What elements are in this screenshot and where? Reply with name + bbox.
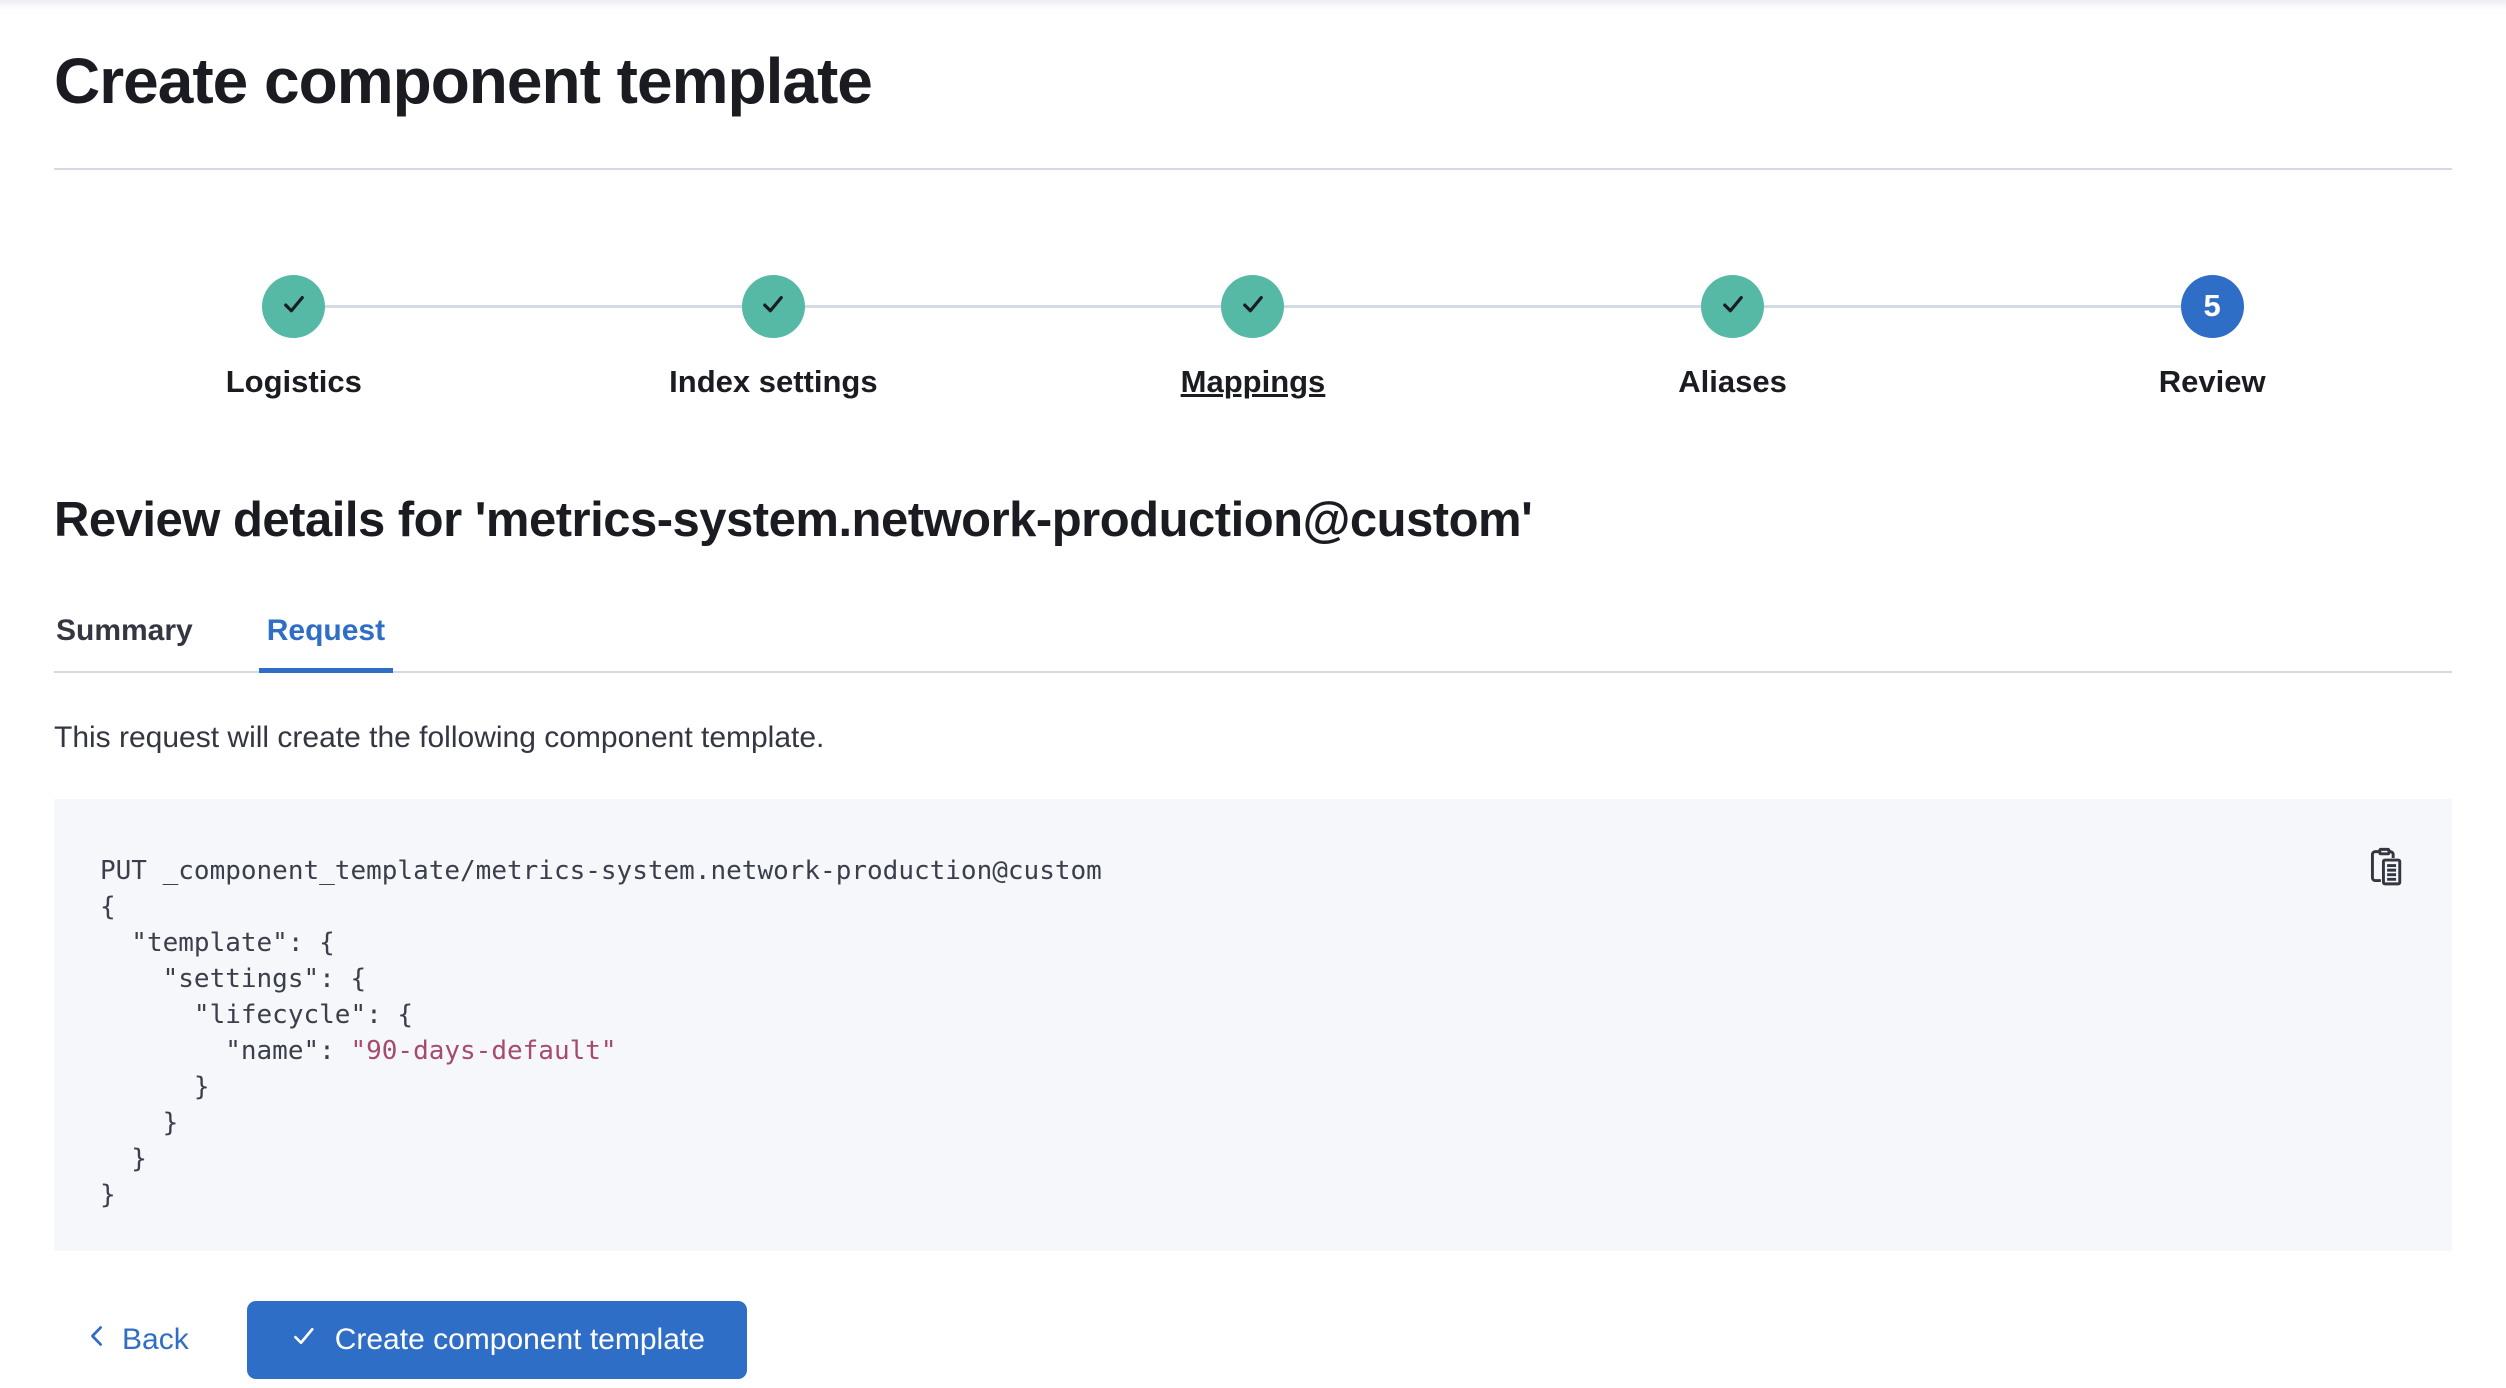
tab-summary[interactable]: Summary [56, 614, 193, 647]
page-top-fade [0, 0, 2506, 10]
step-connector [1972, 304, 2181, 308]
step-connector [54, 305, 262, 308]
step-logistics[interactable]: Logistics [54, 274, 534, 400]
step-circle-row [54, 274, 534, 338]
check-icon [279, 289, 309, 324]
step-status-circle[interactable] [262, 274, 326, 338]
step-label[interactable]: Aliases [1678, 364, 1787, 399]
page-title: Create component template [54, 45, 873, 117]
step-circle-row [1492, 274, 1973, 338]
step-circle-row [1013, 274, 1493, 338]
chevron-left-icon [84, 1323, 110, 1357]
copy-icon[interactable] [2364, 845, 2408, 889]
step-label[interactable]: Index settings [669, 364, 878, 399]
create-button-label: Create component template [334, 1323, 705, 1356]
review-tabs: Summary Request [54, 614, 2452, 673]
step-status-circle[interactable] [1701, 274, 1765, 338]
step-circle-row: 5 [1972, 274, 2452, 338]
step-index-settings[interactable]: Index settings [533, 274, 1014, 400]
step-connector [1284, 304, 1493, 308]
step-label[interactable]: Logistics [225, 364, 362, 399]
step-aliases[interactable]: Aliases [1492, 274, 1973, 400]
review-heading: Review details for 'metrics-system.netwo… [54, 493, 1533, 547]
step-circle-row [533, 274, 1014, 338]
title-divider [54, 168, 2452, 170]
step-label[interactable]: Review [2158, 364, 2266, 399]
back-button-label: Back [122, 1323, 189, 1356]
wizard-stepper: Logistics Index settings [54, 274, 2452, 400]
check-icon [1718, 289, 1748, 324]
step-connector [2244, 305, 2452, 308]
request-code-block: PUT _component_template/metrics-system.n… [54, 799, 2452, 1251]
step-label[interactable]: Mappings [1180, 364, 1326, 399]
wizard-footer: Back Create component template [54, 1301, 2452, 1379]
code-content: PUT _component_template/metrics-system.n… [100, 856, 1102, 1210]
step-connector [533, 304, 742, 308]
check-icon [289, 1321, 319, 1359]
check-icon [1238, 289, 1268, 324]
check-icon [758, 289, 788, 324]
create-component-template-button[interactable]: Create component template [246, 1301, 747, 1379]
step-status-circle[interactable] [741, 274, 805, 338]
step-mappings[interactable]: Mappings [1013, 274, 1493, 400]
step-connector [1013, 304, 1222, 308]
step-connector [1764, 304, 1973, 308]
step-status-circle[interactable] [1221, 274, 1285, 338]
create-component-template-page: Create component template Logistics [0, 44, 2506, 1379]
step-review[interactable]: 5 Review [1972, 274, 2452, 400]
request-description: This request will create the following c… [54, 721, 825, 754]
step-number: 5 [2203, 288, 2221, 323]
step-connector [1492, 304, 1702, 308]
tab-request[interactable]: Request [258, 614, 394, 673]
step-status-circle[interactable]: 5 [2180, 274, 2244, 338]
step-connector [325, 304, 534, 308]
back-button[interactable]: Back [54, 1323, 189, 1357]
step-connector [804, 304, 1014, 308]
